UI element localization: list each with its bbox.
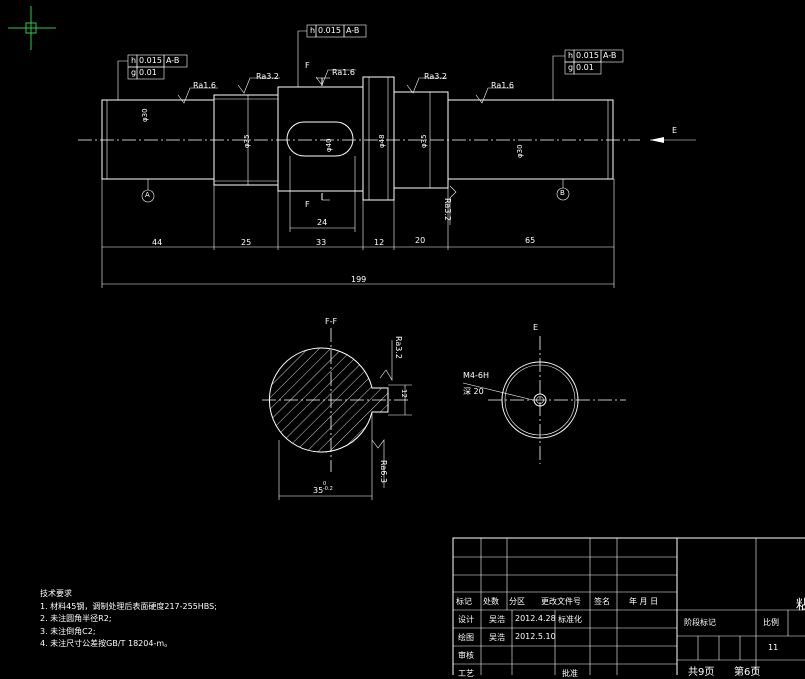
dim-seg: 65 [525, 236, 536, 245]
section-key-depth: 12 [400, 389, 408, 398]
diameter-label: φ40 [325, 138, 333, 152]
section-dia-tolerance: 0 -0.2 [323, 481, 333, 492]
technical-notes: 技术要求 1. 材料45钢，调制处理后表面硬度217-255HBS; 2. 未注… [40, 588, 217, 651]
tb-header: 签名 [594, 597, 610, 606]
tb-approve-label: 批准 [562, 669, 578, 678]
dim-total: 199 [351, 275, 367, 284]
datum-b-label: B [560, 189, 565, 197]
tol-right-runout-symbol: h [568, 51, 574, 60]
tb-craft-label: 工艺 [458, 669, 474, 678]
dim-seg: 44 [152, 238, 163, 247]
tb-check-label: 审核 [458, 651, 474, 660]
tol-top-runout-symbol: h [310, 26, 316, 35]
notes-item: 1. 材料45钢，调制处理后表面硬度217-255HBS; [40, 601, 217, 611]
tol-left-cyl-value: 0.01 [139, 68, 157, 77]
tb-std-label: 标准化 [558, 615, 582, 624]
section-dia: 35 [313, 486, 324, 495]
title-block [452, 537, 805, 675]
tb-header: 标记 [456, 597, 472, 606]
tol-left-runout-value: 0.015 [139, 56, 162, 65]
roughness-symbols [177, 69, 514, 225]
tol-right-cyl-symbol: g [568, 63, 574, 72]
notes-title: 技术要求 [40, 589, 72, 598]
tb-scale-value: 11 [768, 643, 779, 652]
tol-right-cyl-value: 0.01 [576, 63, 594, 72]
section-title: F-F [325, 317, 338, 326]
section-view-ff [262, 328, 412, 500]
tb-draw-date: 2012.5.10 [515, 632, 556, 641]
dim-seg: 12 [374, 238, 385, 247]
tb-header: 分区 [509, 597, 525, 606]
tb-stage-label: 阶段标记 [684, 618, 716, 627]
roughness-label: Ra3.2 [424, 72, 448, 81]
tb-design-label: 设计 [458, 615, 474, 624]
roughness-label: Ra3.2 [443, 198, 452, 222]
tb-pages: 共9页 [688, 667, 715, 678]
tol-left-datum: A-B [166, 56, 180, 65]
thread-label: M4-6H [463, 371, 489, 380]
view-e-label: E [533, 323, 539, 332]
datum-a-label: A [145, 191, 150, 199]
diameter-label: φ35 [420, 134, 428, 148]
tol-top-runout-value: 0.015 [318, 26, 341, 35]
thread-depth-label: 深 20 [463, 387, 484, 396]
section-mark-f-bottom: F [305, 200, 310, 209]
tb-design-date: 2012.4.28 [515, 614, 556, 623]
view-e-label: E [672, 126, 678, 135]
tb-scale-label: 比例 [763, 618, 779, 627]
notes-item: 2. 未注圆角半径R2; [40, 614, 112, 623]
tb-header: 年 月 日 [629, 597, 659, 606]
cad-cursor-icon [8, 6, 56, 50]
roughness-label: Ra1.6 [193, 81, 217, 90]
tb-page-no: 第6页 [734, 667, 761, 678]
roughness-label: Ra1.6 [491, 81, 515, 90]
dim-seg: 20 [415, 236, 426, 245]
diameter-label: φ30 [516, 144, 524, 158]
roughness-label: Ra3.2 [394, 336, 403, 360]
shaft-main-view [78, 76, 696, 288]
diameter-label: φ30 [141, 108, 149, 122]
diameter-label: φ35 [243, 134, 251, 148]
dim-seg: 33 [316, 238, 327, 247]
section-mark-f-top: F [305, 61, 310, 70]
tol-right-runout-value: 0.015 [576, 51, 599, 60]
roughness-label: Ra6.3 [379, 460, 388, 484]
dim-seg: 25 [241, 238, 252, 247]
tol-right-datum: A-B [603, 51, 617, 60]
tol-left-cyl-symbol: g [131, 68, 137, 77]
tb-header: 更改文件号 [541, 597, 581, 606]
tolerance-frames [117, 24, 624, 100]
tb-draw-label: 绘图 [458, 633, 474, 642]
dim-keyway: 24 [317, 218, 328, 227]
diameter-label: φ48 [378, 134, 386, 148]
tb-right-mark: 粘 [796, 598, 805, 613]
tol-left-runout-symbol: h [131, 56, 137, 65]
tb-drawer: 吴浩 [489, 633, 505, 642]
roughness-label: Ra1.6 [332, 68, 356, 77]
end-view-e [462, 336, 626, 464]
tol-top-datum: A-B [346, 26, 360, 35]
notes-item: 4. 未注尺寸公差按GB/T 18204-m。 [40, 639, 173, 648]
notes-item: 3. 未注倒角C2; [40, 626, 96, 636]
tb-header: 处数 [483, 597, 499, 606]
tb-designer: 吴浩 [489, 615, 505, 624]
roughness-label: Ra3.2 [256, 72, 280, 81]
